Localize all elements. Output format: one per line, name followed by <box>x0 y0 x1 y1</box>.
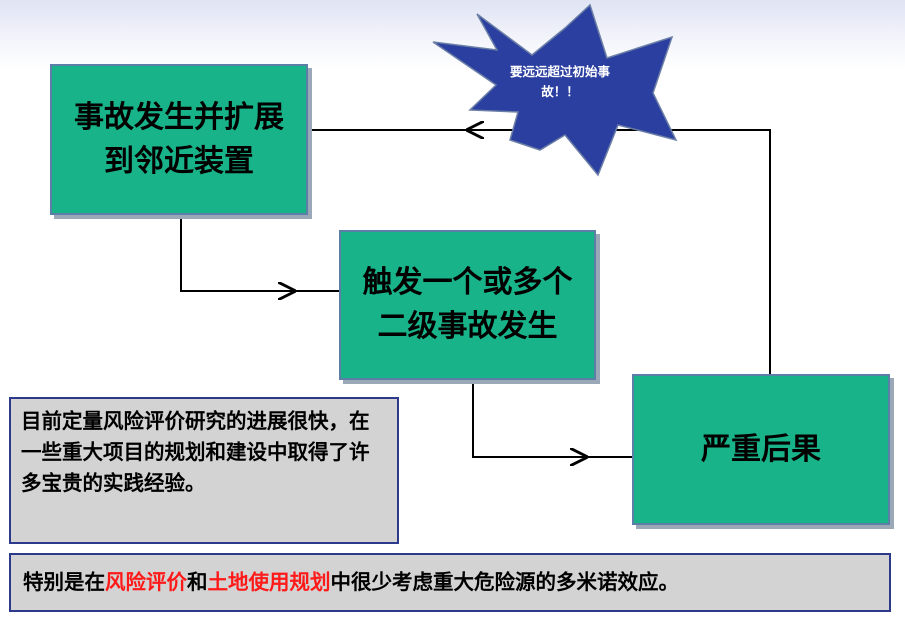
connector-accident-to-secondary <box>180 215 339 292</box>
domino-note-risk-assessment: 风险评价 <box>105 570 187 594</box>
connector-secondary-to-consequence <box>472 380 632 458</box>
severe-consequence-box: 严重后果 <box>632 374 890 525</box>
domino-note-part-1: 特别是在 <box>23 570 105 594</box>
progress-note-text: 目前定量风险评价研究的进展很快，在一些重大项目的规划和建设中取得了许多宝贵的实践… <box>21 409 370 495</box>
secondary-accident-line-1: 触发一个或多个 <box>362 265 573 300</box>
callout-line-1: 要远远超过初始事 <box>509 64 610 79</box>
secondary-accident-box: 触发一个或多个 二级事故发生 <box>339 230 596 380</box>
callout-line-2: 故！！ <box>541 84 579 99</box>
callout-text: 要远远超过初始事 故！！ <box>490 62 630 102</box>
accident-spread-box: 事故发生并扩展 到邻近装置 <box>50 64 308 215</box>
domino-effect-note: 特别是在风险评价和土地使用规划中很少考虑重大危险源的多米诺效应。 <box>9 553 891 612</box>
connector-consequence-to-accident <box>308 129 771 374</box>
domino-note-part-3: 和 <box>187 570 208 594</box>
domino-note-part-5: 中很少考虑重大危险源的多米诺效应。 <box>330 570 680 594</box>
secondary-accident-line-2: 二级事故发生 <box>377 309 558 344</box>
accident-spread-line-2: 到邻近装置 <box>104 143 254 179</box>
domino-note-land-use-planning: 土地使用规划 <box>207 570 331 594</box>
accident-spread-line-1: 事故发生并扩展 <box>74 99 284 135</box>
severe-consequence-label: 严重后果 <box>701 431 821 467</box>
progress-note: 目前定量风险评价研究的进展很快，在一些重大项目的规划和建设中取得了许多宝贵的实践… <box>9 397 399 544</box>
explosion-star-callout <box>432 3 678 177</box>
